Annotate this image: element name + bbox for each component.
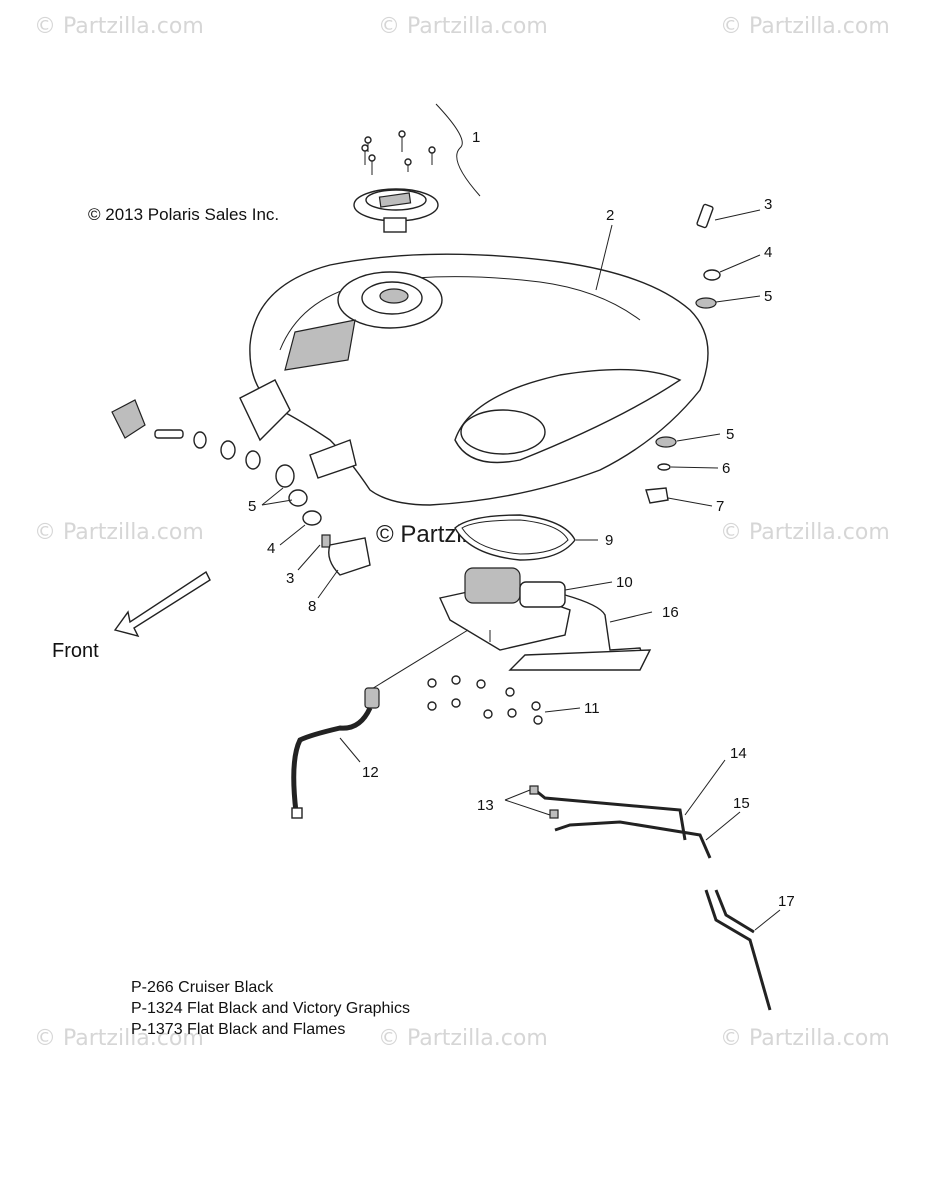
callout-13: 13: [477, 797, 494, 814]
watermark-top-center: © Partzilla.com: [378, 14, 548, 39]
left-mount-hardware[interactable]: [111, 399, 371, 576]
front-label: Front: [52, 640, 99, 662]
callout-15: 15: [733, 795, 750, 812]
callout-1: 1: [472, 129, 480, 146]
callout-10: 10: [616, 574, 633, 591]
paint-note-1: P-266 Cruiser Black: [131, 979, 274, 996]
callout-12: 12: [362, 764, 379, 781]
callout-9: 9: [605, 532, 613, 549]
watermark-mid-right: © Partzilla.com: [720, 520, 890, 545]
watermark-mid-left: © Partzilla.com: [34, 520, 204, 545]
fuel-pump-assembly[interactable]: [439, 567, 652, 671]
callout-7: 7: [716, 498, 724, 515]
watermark-bottom-center: © Partzilla.com: [378, 1026, 548, 1051]
left-callout-leaders: [261, 487, 339, 599]
callout-16: 16: [662, 604, 679, 621]
vent-callout-leaders: [504, 759, 741, 841]
callout-3a: 3: [764, 196, 772, 213]
callout-4a: 4: [764, 244, 772, 261]
right-mount-hardware[interactable]: [645, 203, 721, 504]
paint-note-3: P-1373 Flat Black and Flames: [131, 1021, 346, 1038]
callout-11: 11: [584, 700, 600, 717]
fuel-pump-screws[interactable]: [427, 675, 543, 725]
callout-5c: 5: [726, 426, 734, 443]
paint-code-notes: P-266 Cruiser Black P-1324 Flat Black an…: [131, 977, 410, 1040]
callout-6: 6: [722, 460, 730, 477]
right-callout-leaders: [667, 209, 761, 507]
callout-17: 17: [778, 893, 795, 910]
watermark-bottom-right: © Partzilla.com: [720, 1026, 890, 1051]
fuel-cap-assembly[interactable]: [353, 130, 439, 233]
paint-note-2: P-1324 Flat Black and Victory Graphics: [131, 1000, 410, 1017]
fuel-supply-hose[interactable]: [291, 687, 380, 819]
watermark-bottom-left: © Partzilla.com: [34, 1026, 204, 1051]
callout-8: 8: [308, 598, 316, 615]
fuel-pump-gasket[interactable]: [454, 514, 576, 561]
front-direction-arrow: [113, 570, 211, 638]
copyright-text: © 2013 Polaris Sales Inc.: [88, 205, 280, 224]
callout-5a: 5: [764, 288, 772, 305]
callout-14: 14: [730, 745, 747, 762]
callout-3b: 3: [286, 570, 294, 587]
vent-lines[interactable]: [529, 785, 712, 859]
watermark-top-right: © Partzilla.com: [720, 14, 890, 39]
callout-5b: 5: [248, 498, 256, 515]
fuel-tank[interactable]: [239, 253, 709, 506]
drain-line-assembly[interactable]: [704, 889, 772, 1011]
callout-2: 2: [606, 207, 614, 224]
watermark-top-left: © Partzilla.com: [34, 14, 204, 39]
callout-4b: 4: [267, 540, 275, 557]
callout-bracket-1: [435, 103, 481, 197]
